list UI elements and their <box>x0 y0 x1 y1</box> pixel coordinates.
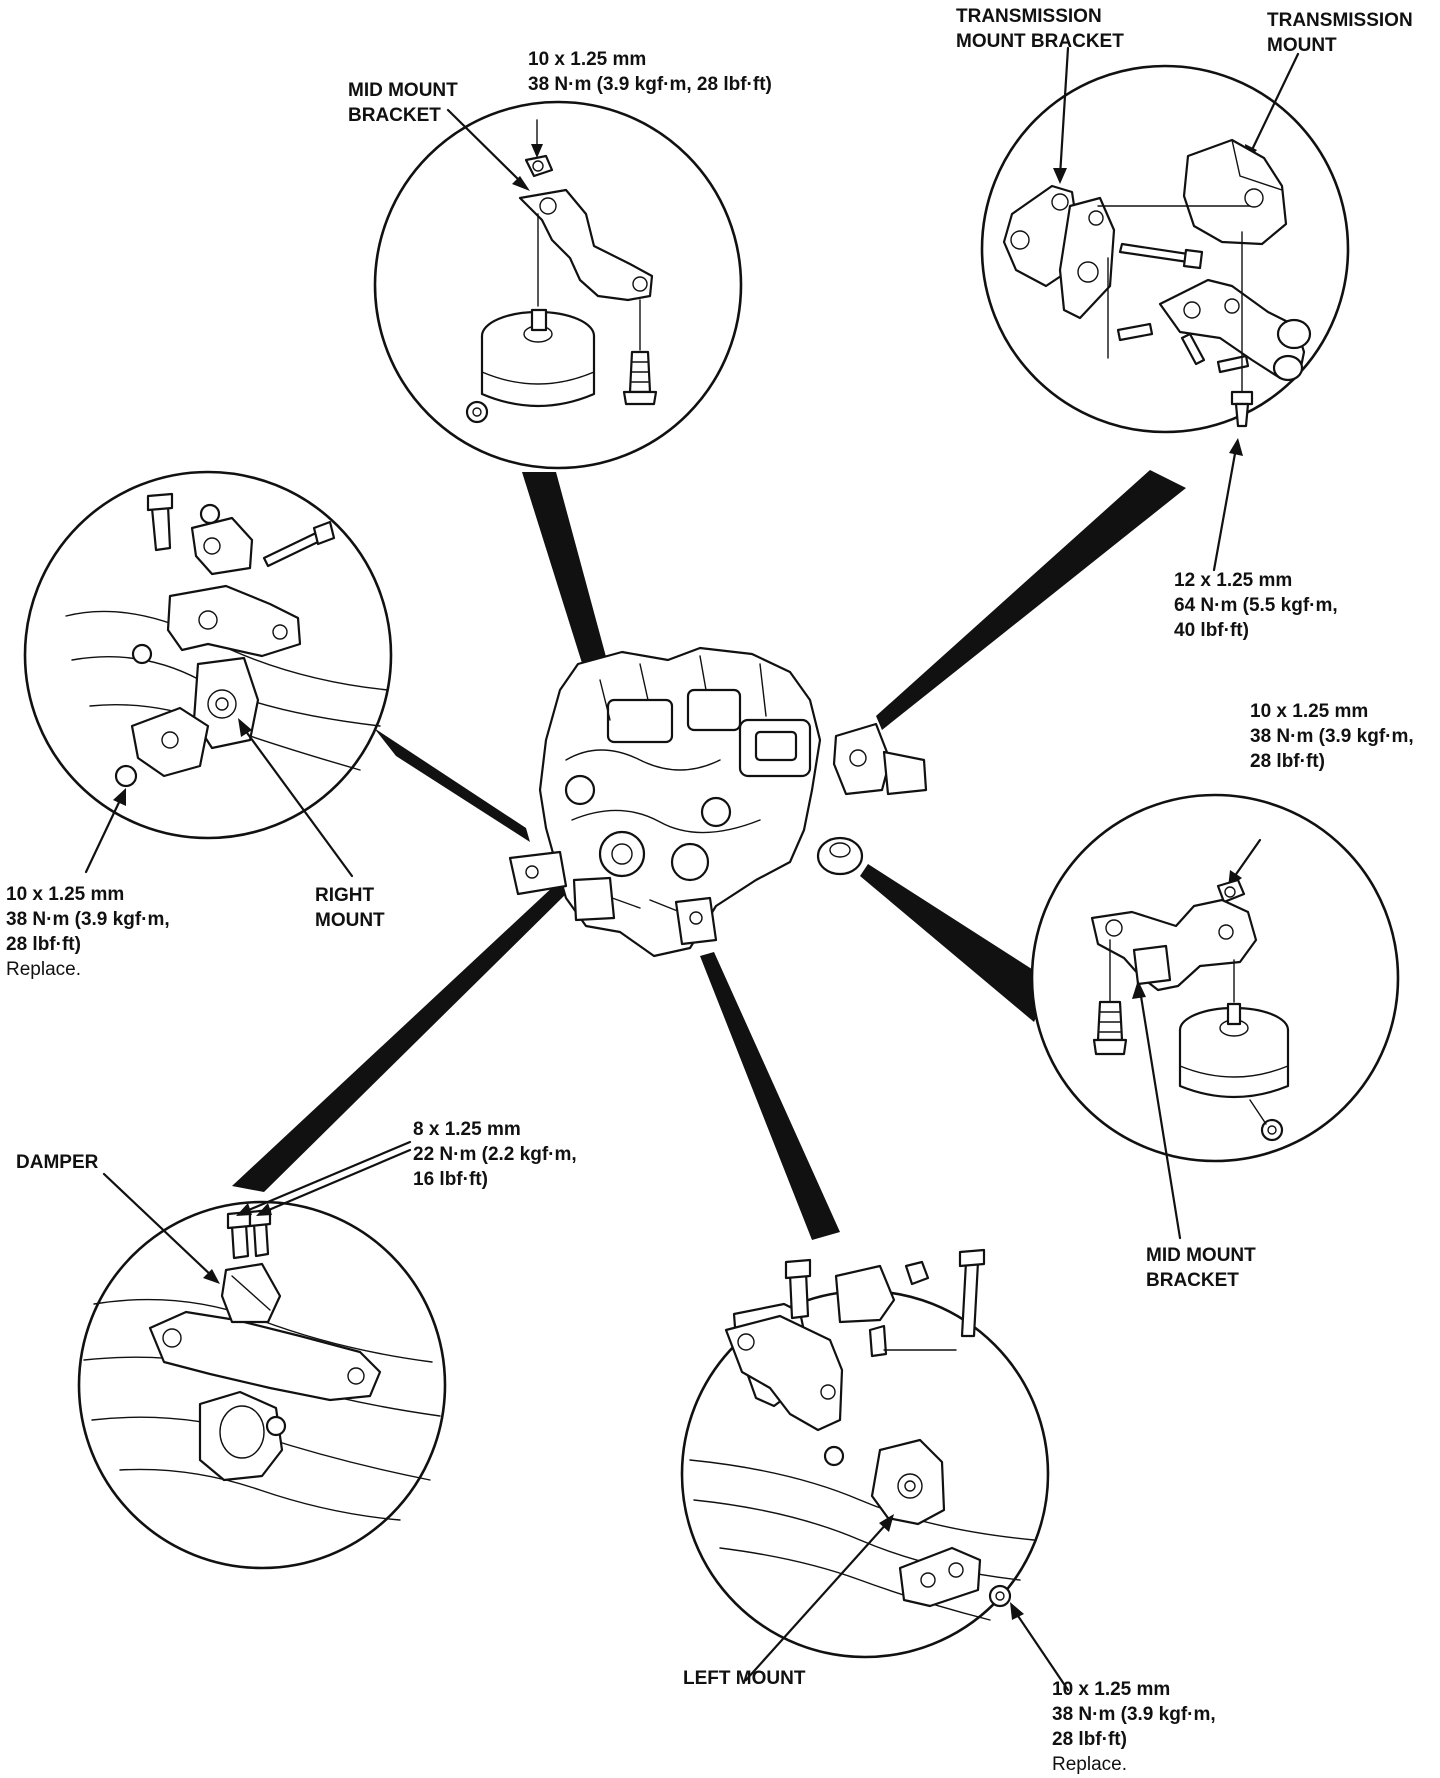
bolt-spec-right-mount: 10 x 1.25 mm 38 N·m (3.9 kgf·m, 28 lbf·f… <box>6 884 170 980</box>
replace-note-left: Replace. <box>1052 1754 1127 1775</box>
mid-mount-bracket-top-label: MID MOUNT BRACKET <box>348 80 458 126</box>
transmission-mount-label: TRANSMISSION MOUNT <box>1267 10 1413 56</box>
detail-transmission-mount <box>980 46 1350 572</box>
engine-assembly <box>508 646 928 958</box>
bolt-spec-mid-mount-right: 10 x 1.25 mm 38 N·m (3.9 kgf·m, 28 lbf·f… <box>1250 701 1414 772</box>
bolt-spec-transmission: 12 x 1.25 mm 64 N·m (5.5 kgf·m, 40 lbf·f… <box>1174 570 1338 641</box>
left-mount-label: LEFT MOUNT <box>683 1668 806 1689</box>
transmission-mount-bracket-label: TRANSMISSION MOUNT BRACKET <box>956 6 1124 52</box>
damper-label: DAMPER <box>16 1152 99 1173</box>
detail-damper <box>77 1140 447 1570</box>
connector-bands <box>232 470 1186 1240</box>
bolt-spec-top-center: 10 x 1.25 mm 38 N·m (3.9 kgf·m, 28 lbf·f… <box>528 49 772 95</box>
right-mount-label: RIGHT MOUNT <box>315 885 385 931</box>
detail-mid-mount-bracket-right <box>1030 793 1400 1240</box>
detail-right-mount <box>23 470 393 878</box>
replace-note-right: Replace. <box>6 959 81 980</box>
mid-mount-bracket-right-label: MID MOUNT BRACKET <box>1146 1245 1256 1291</box>
bolt-spec-left-mount: 10 x 1.25 mm 38 N·m (3.9 kgf·m, 28 lbf·f… <box>1052 1679 1216 1775</box>
detail-left-mount <box>680 1248 1070 1692</box>
bolt-spec-damper: 8 x 1.25 mm 22 N·m (2.2 kgf·m, 16 lbf·ft… <box>413 1119 577 1190</box>
detail-mid-mount-bracket-top <box>373 100 743 470</box>
